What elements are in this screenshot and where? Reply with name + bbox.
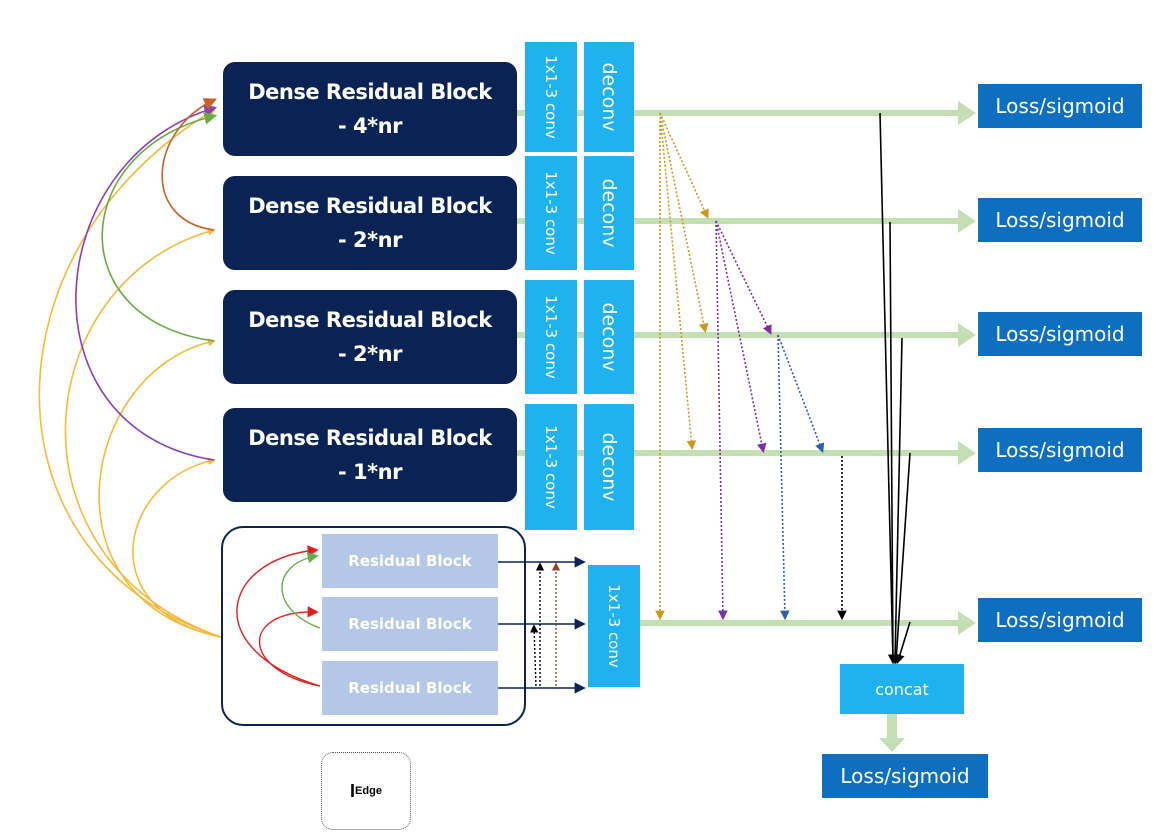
dense-block-sub: - 4*nr bbox=[338, 114, 402, 138]
edge-input-subscript: Edge bbox=[355, 785, 382, 797]
loss-box-1: Loss/sigmoid bbox=[978, 84, 1142, 128]
fan-violet-1 bbox=[715, 220, 772, 335]
dense-block-1: Dense Residual Block - 4*nr bbox=[223, 62, 517, 156]
skip-yellow-3 bbox=[98, 338, 222, 638]
residual-block-group bbox=[221, 526, 526, 726]
concat-inputs bbox=[879, 112, 911, 665]
fan-gold-2 bbox=[659, 112, 709, 334]
conv-box-3: 1x1-3 conv bbox=[525, 280, 577, 394]
conv-label: 1x1-3 conv bbox=[542, 55, 560, 139]
residual-block-3: Residual Block bbox=[322, 661, 498, 715]
skip-green bbox=[101, 111, 218, 342]
concat-box: concat bbox=[840, 664, 964, 714]
skip-yellow-2 bbox=[64, 227, 222, 638]
skip-orange bbox=[161, 98, 217, 231]
conv-label: 1x1-3 conv bbox=[605, 584, 623, 668]
conv-box-4: 1x1-3 conv bbox=[525, 404, 577, 530]
flow-arrow-3 bbox=[517, 323, 976, 347]
concat-in-2 bbox=[888, 221, 898, 665]
fan-gold-1 bbox=[659, 112, 709, 219]
conv-label: 1x1-3 conv bbox=[542, 295, 560, 379]
residual-dense-links bbox=[529, 562, 561, 687]
skip-purple bbox=[75, 104, 218, 461]
flow-arrows bbox=[517, 101, 976, 752]
fan-gold-3 bbox=[659, 112, 697, 451]
skip-yellow-1 bbox=[38, 108, 222, 638]
dense-block-4: Dense Residual Block - 1*nr bbox=[223, 408, 517, 502]
concat-in-3 bbox=[890, 337, 903, 665]
conv-box-1: 1x1-3 conv bbox=[525, 42, 577, 152]
res-green bbox=[281, 552, 321, 629]
skip-connections bbox=[38, 98, 222, 638]
concat-in-4 bbox=[891, 452, 911, 665]
fan-violet-2 bbox=[715, 220, 767, 454]
dense-block-title: Dense Residual Block bbox=[248, 194, 492, 218]
conv-box-2: 1x1-3 conv bbox=[525, 156, 577, 270]
flow-arrow-2 bbox=[517, 209, 976, 233]
loss-box-2: Loss/sigmoid bbox=[978, 198, 1142, 242]
deconv-fanout bbox=[655, 112, 847, 621]
concat-in-1 bbox=[879, 112, 898, 665]
res-red-1 bbox=[236, 545, 321, 687]
loss-box-3: Loss/sigmoid bbox=[978, 312, 1142, 356]
dense-block-title: Dense Residual Block bbox=[248, 80, 492, 104]
flow-arrow-4 bbox=[517, 441, 976, 465]
deconv-box-1: deconv bbox=[584, 42, 634, 152]
dense-block-sub: - 2*nr bbox=[338, 228, 402, 252]
loss-box-5: Loss/sigmoid bbox=[978, 598, 1142, 642]
dense-block-sub: - 1*nr bbox=[338, 460, 402, 484]
dense-block-title: Dense Residual Block bbox=[248, 308, 492, 332]
dense-block-2: Dense Residual Block - 2*nr bbox=[223, 176, 517, 270]
residual-block-1: Residual Block bbox=[322, 534, 498, 588]
flow-arrow-1 bbox=[517, 101, 976, 125]
loss-box-4: Loss/sigmoid bbox=[978, 428, 1142, 472]
deconv-label: deconv bbox=[598, 178, 620, 248]
fan-violet-3 bbox=[715, 220, 728, 621]
deconv-label: deconv bbox=[598, 302, 620, 372]
conv-label: 1x1-3 conv bbox=[542, 171, 560, 255]
rb-link-black-2 bbox=[529, 624, 539, 687]
deconv-label: deconv bbox=[598, 432, 620, 502]
dense-block-title: Dense Residual Block bbox=[248, 426, 492, 450]
concat-in-5 bbox=[895, 621, 911, 665]
res-red-2 bbox=[258, 606, 321, 687]
deconv-label: deconv bbox=[598, 62, 620, 132]
residual-block-2: Residual Block bbox=[322, 597, 498, 651]
fan-blue-2 bbox=[777, 334, 790, 621]
residual-skip-connections bbox=[236, 545, 321, 687]
flow-arrow-5 bbox=[640, 611, 976, 635]
conv-label: 1x1-3 conv bbox=[542, 425, 560, 509]
skip-yellow-4 bbox=[132, 457, 222, 638]
fan-blue-1 bbox=[777, 334, 825, 453]
conv-box-5: 1x1-3 conv bbox=[588, 565, 640, 687]
loss-box-concat: Loss/sigmoid bbox=[822, 754, 988, 798]
dense-block-sub: - 2*nr bbox=[338, 342, 402, 366]
deconv-box-4: deconv bbox=[584, 404, 634, 530]
deconv-box-3: deconv bbox=[584, 280, 634, 394]
edge-input-symbol: I bbox=[350, 780, 356, 801]
flow-arrow-concat bbox=[879, 714, 905, 752]
deconv-box-2: deconv bbox=[584, 156, 634, 270]
dense-block-3: Dense Residual Block - 2*nr bbox=[223, 290, 517, 384]
